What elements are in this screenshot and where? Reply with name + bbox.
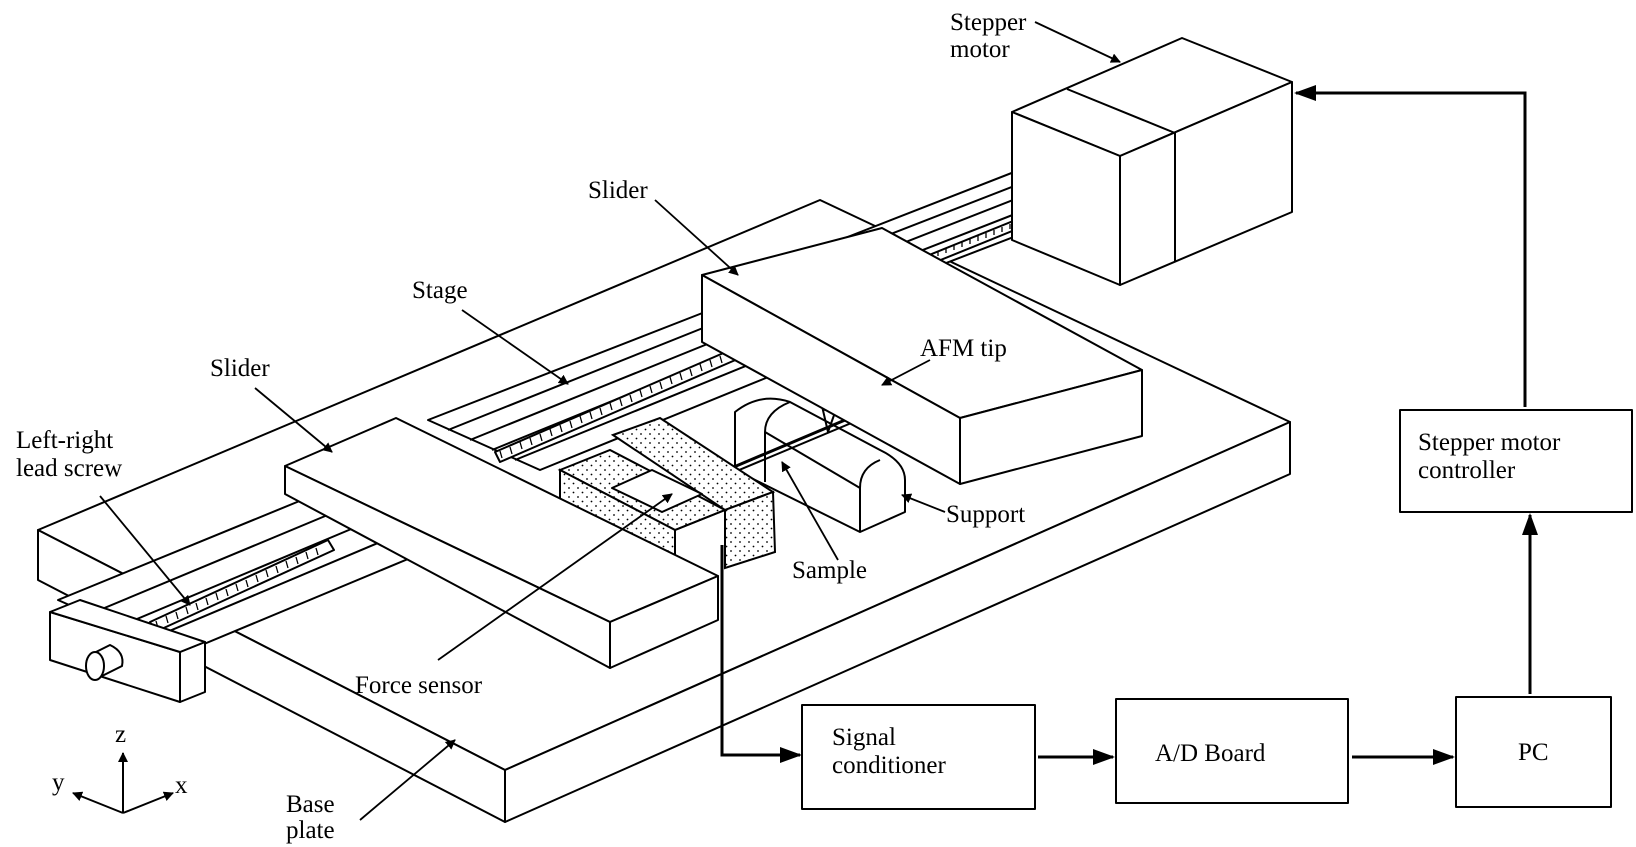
component-labels: Stepper motor Slider Stage Slider Left-r… [16,9,1027,844]
stepper-controller-label-line1: Stepper motor [1418,429,1561,456]
axis-z-label: z [115,721,126,748]
slider-left-label: Slider [210,355,270,382]
force-sensor-label: Force sensor [355,672,483,699]
top-slider [701,227,1143,485]
signal-conditioner-label-line2: conditioner [832,752,947,779]
stage-label: Stage [412,277,468,304]
slider-top-label: Slider [588,177,648,204]
afm-tip-label: AFM tip [920,335,1007,362]
signal-conditioner-block: Signal conditioner [801,704,1036,810]
stepper-motor-label-line2: motor [950,36,1010,63]
ad-board-label: A/D Board [1155,740,1266,767]
pc-block: PC [1455,696,1612,808]
pc-label: PC [1518,739,1549,766]
support-block [734,397,906,533]
lead-screw-left [155,547,319,629]
support-label: Support [946,501,1025,528]
stepper-motor-label-line1: Stepper [950,9,1027,36]
knob [85,644,124,681]
sensor-wire [720,545,802,763]
coordinate-axes: z y x [52,721,188,814]
base-plate-label-line2: plate [286,817,335,844]
axis-y-label: y [52,769,65,796]
force-sensor [557,416,777,570]
lead-screw-label-line2: lead screw [16,455,122,482]
stepper-controller-label-line2: controller [1418,457,1516,484]
left-slider [284,417,719,669]
left-rail [49,499,421,703]
lead-screw-label-line1: Left-right [16,427,113,454]
sample-label: Sample [792,557,867,584]
stepper-motor [1011,37,1293,286]
stepper-controller-block: Stepper motor controller [1399,409,1633,513]
base-plate-label-line1: Base [286,791,335,818]
leader-lines [99,21,1121,821]
lead-screw-stage [499,350,733,459]
signal-conditioner-label-line1: Signal [832,724,896,751]
block-connections [1038,85,1538,765]
axis-x-label: x [175,772,188,799]
ad-board-block: A/D Board [1115,698,1349,804]
